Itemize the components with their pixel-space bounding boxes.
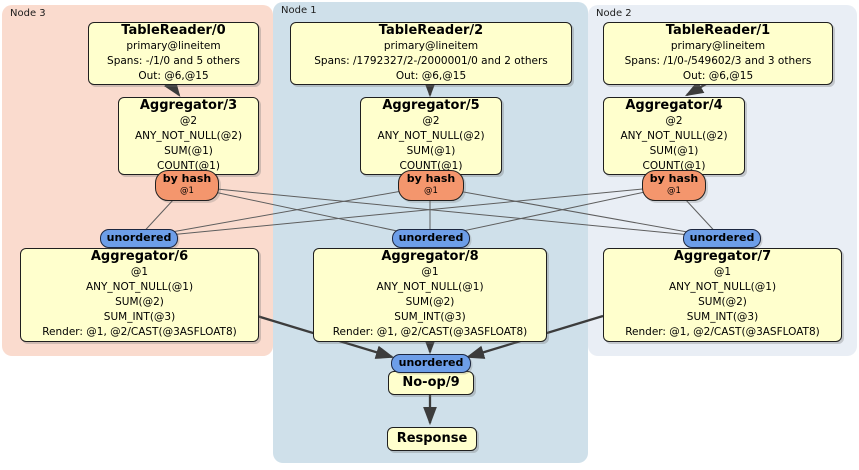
agg-func: ANY_NOT_NULL(@2) [620, 130, 728, 142]
sync-unordered-8: unordered [392, 229, 470, 248]
processor-aggregator-4: Aggregator/4 @2 ANY_NOT_NULL(@2) SUM(@1)… [603, 97, 745, 175]
processor-index: primary@lineitem [670, 40, 766, 52]
agg-func: SUM(@2) [405, 296, 455, 308]
router-hash-cols: @1 [424, 186, 438, 196]
agg-group-cols: @2 [665, 115, 683, 127]
agg-render: Render: @1, @2/CAST(@3ASFLOAT8) [625, 326, 820, 338]
agg-func: SUM(@2) [698, 296, 747, 308]
processor-title: No-op/9 [402, 375, 460, 390]
processor-tablereader-1: TableReader/1 primary@lineitem Spans: /1… [603, 22, 833, 85]
agg-func: SUM(@1) [649, 145, 699, 157]
agg-render: Render: @1, @2/CAST(@3ASFLOAT8) [332, 326, 528, 338]
region-label-node2: Node 2 [596, 8, 632, 19]
response-node: Response [387, 427, 477, 451]
processor-aggregator-7: Aggregator/7 @1 ANY_NOT_NULL(@1) SUM(@2)… [603, 248, 842, 342]
agg-group-cols: @1 [130, 266, 149, 278]
router-hash-cols: @1 [180, 186, 194, 196]
agg-func: SUM(@1) [406, 145, 456, 157]
processor-aggregator-8: Aggregator/8 @1 ANY_NOT_NULL(@1) SUM(@2)… [313, 248, 547, 342]
router-label: by hash [649, 172, 699, 185]
agg-func: COUNT(@1) [157, 160, 220, 172]
region-label-node3: Node 3 [10, 8, 46, 19]
agg-group-cols: @2 [422, 115, 440, 127]
sync-unordered-7: unordered [683, 229, 761, 248]
processor-tablereader-2: TableReader/2 primary@lineitem Spans: /1… [290, 22, 572, 85]
processor-title: TableReader/2 [378, 23, 484, 38]
agg-group-cols: @1 [713, 266, 732, 278]
agg-func: ANY_NOT_NULL(@2) [377, 130, 485, 142]
sync-unordered-9: unordered [391, 354, 471, 373]
processor-title: Aggregator/6 [90, 249, 189, 264]
processor-title: TableReader/0 [121, 23, 226, 38]
sync-unordered-6: unordered [100, 229, 178, 248]
agg-func: SUM(@2) [115, 296, 164, 308]
agg-group-cols: @1 [421, 266, 439, 278]
agg-func: ANY_NOT_NULL(@1) [668, 281, 777, 293]
router-by-hash-4: by hash @1 [642, 170, 706, 201]
processor-aggregator-3: Aggregator/3 @2 ANY_NOT_NULL(@2) SUM(@1)… [118, 97, 259, 175]
processor-title: TableReader/1 [665, 23, 771, 38]
processor-tablereader-0: TableReader/0 primary@lineitem Spans: -/… [88, 22, 259, 85]
agg-func: SUM_INT(@3) [686, 311, 759, 323]
agg-func: ANY_NOT_NULL(@2) [134, 130, 243, 142]
router-by-hash-5: by hash @1 [398, 170, 464, 201]
agg-func: ANY_NOT_NULL(@1) [376, 281, 484, 293]
processor-spans: Spans: -/1/0 and 5 others [107, 55, 240, 67]
agg-func: SUM_INT(@3) [103, 311, 176, 323]
processor-out: Out: @6,@15 [138, 70, 209, 82]
processor-title: Response [396, 431, 468, 446]
processor-noop-9: No-op/9 [388, 371, 474, 395]
processor-out: Out: @6,@15 [682, 70, 754, 82]
processor-spans: Spans: /1792327/2-/2000001/0 and 2 other… [314, 55, 548, 67]
processor-out: Out: @6,@15 [395, 70, 467, 82]
agg-func: SUM_INT(@3) [394, 311, 466, 323]
processor-aggregator-5: Aggregator/5 @2 ANY_NOT_NULL(@2) SUM(@1)… [360, 97, 502, 175]
processor-title: Aggregator/8 [381, 249, 479, 264]
agg-render: Render: @1, @2/CAST(@3ASFLOAT8) [42, 326, 237, 338]
processor-index: primary@lineitem [126, 40, 221, 52]
agg-group-cols: @2 [179, 115, 198, 127]
router-label: by hash [406, 172, 456, 185]
router-by-hash-3: by hash @1 [155, 170, 219, 201]
processor-title: Aggregator/4 [625, 98, 723, 113]
router-label: by hash [162, 172, 212, 185]
processor-title: Aggregator/3 [139, 98, 238, 113]
agg-func: ANY_NOT_NULL(@1) [85, 281, 194, 293]
region-label-node1: Node 1 [281, 5, 317, 16]
processor-title: Aggregator/5 [382, 98, 480, 113]
processor-index: primary@lineitem [383, 40, 479, 52]
processor-title: Aggregator/7 [673, 249, 772, 264]
agg-func: SUM(@1) [164, 145, 213, 157]
processor-spans: Spans: /1/0-/549602/3 and 3 others [624, 55, 812, 67]
agg-func: COUNT(@1) [642, 160, 706, 172]
processor-aggregator-6: Aggregator/6 @1 ANY_NOT_NULL(@1) SUM(@2)… [20, 248, 259, 342]
router-hash-cols: @1 [667, 186, 681, 196]
agg-func: COUNT(@1) [399, 160, 463, 172]
